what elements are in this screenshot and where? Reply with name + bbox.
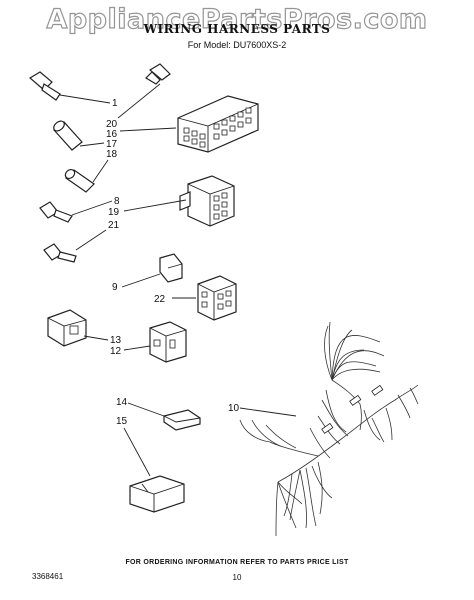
part-14-cap: [163, 409, 201, 431]
model-subtitle: For Model: DU7600XS-2: [187, 40, 287, 50]
part-13-housing: [47, 309, 87, 347]
callout-17: 17: [106, 139, 118, 150]
part-16-connector-block: [177, 95, 259, 153]
part-20-terminal: [145, 63, 171, 85]
part-10-wiring-harness: [239, 321, 419, 537]
callout-1: 1: [112, 98, 118, 109]
callout-15: 15: [116, 416, 128, 427]
part-15-holder: [129, 475, 185, 513]
callout-18: 18: [106, 149, 118, 160]
callout-19: 19: [108, 207, 120, 218]
part-21-terminal: [43, 243, 77, 263]
part-9-clip: [159, 253, 183, 283]
callout-10: 10: [228, 403, 240, 414]
callout-12: 12: [110, 346, 122, 357]
callout-13: 13: [110, 335, 122, 346]
callout-9: 9: [112, 282, 118, 293]
part-19-connector: [179, 175, 235, 227]
page-title: WIRING HARNESS PARTS: [143, 22, 331, 36]
part-18-sleeve: [64, 168, 95, 193]
callout-16: 16: [106, 129, 118, 140]
part-12-housing: [149, 321, 187, 363]
callout-20: 20: [106, 119, 118, 130]
part-8-terminal: [39, 201, 73, 223]
part-17-sleeve: [53, 120, 83, 151]
callout-21: 21: [108, 220, 120, 231]
part-1-terminal: [28, 71, 61, 101]
callout-22: 22: [154, 294, 166, 305]
page-number: 10: [232, 573, 242, 582]
callout-8: 8: [114, 196, 120, 207]
ordering-info: FOR ORDERING INFORMATION REFER TO PARTS …: [125, 559, 349, 566]
callout-14: 14: [116, 397, 128, 408]
watermark: AppliancePartsPros.com: [46, 3, 428, 35]
part-22-connector: [197, 275, 237, 321]
document-number: 3368461: [32, 572, 64, 581]
